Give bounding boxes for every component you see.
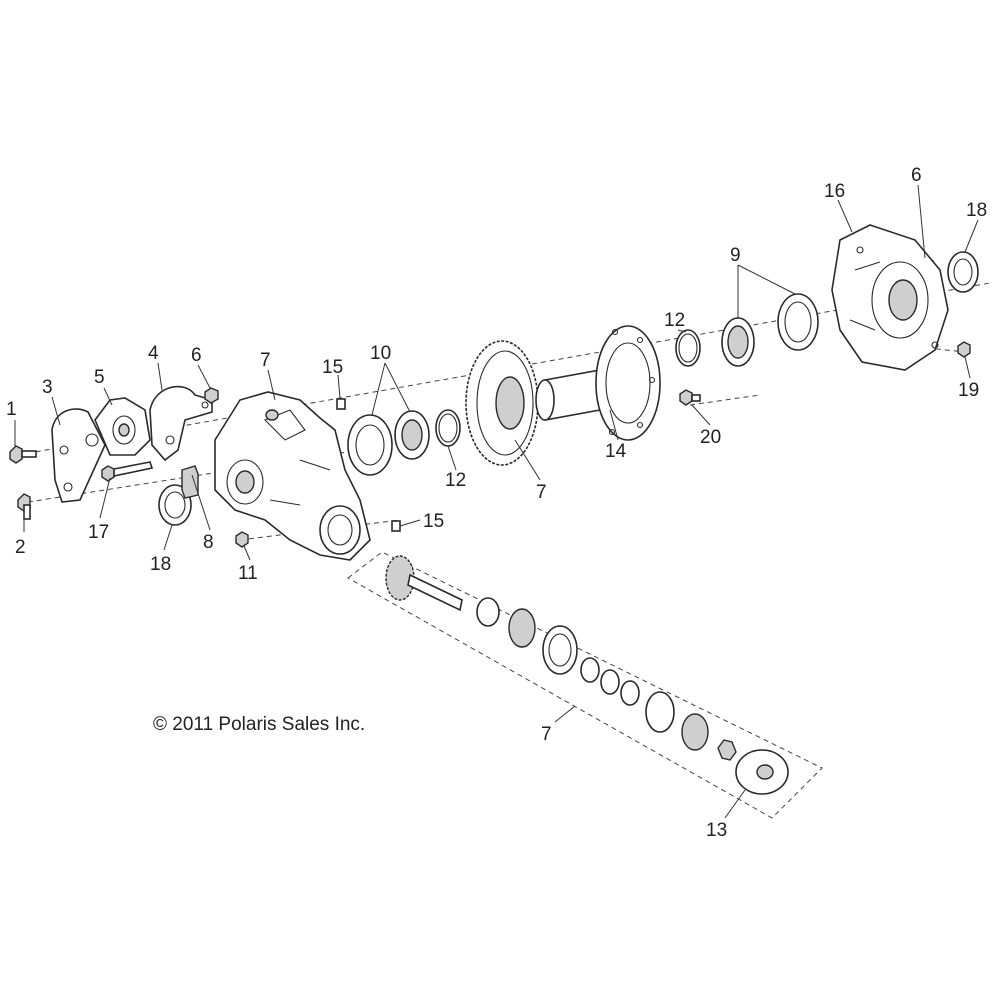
pinion-assembly-outline — [347, 551, 823, 819]
callout-1: 1 — [6, 399, 17, 420]
cover-item-16 — [831, 224, 949, 371]
callout-9: 9 — [730, 245, 741, 266]
bolt-item-11 — [235, 531, 249, 548]
callout-6-right: 6 — [911, 165, 922, 186]
shim-item-12-left — [435, 409, 461, 447]
callout-20: 20 — [700, 427, 721, 448]
callout-15-bottom: 15 — [423, 511, 444, 532]
differential-case-item-14 — [535, 325, 661, 441]
callout-2: 2 — [15, 537, 26, 558]
callout-14: 14 — [605, 441, 627, 462]
callout-17: 17 — [88, 522, 109, 543]
pinion-assembly-item-7 — [385, 555, 789, 795]
callout-7-pinion: 7 — [541, 724, 552, 745]
nut-item-6-left — [204, 387, 219, 404]
bolt-item-17 — [101, 461, 154, 482]
plug-item-15-bottom — [391, 520, 401, 532]
callout-18-left: 18 — [150, 554, 171, 575]
callout-18-right: 18 — [966, 200, 987, 221]
bolt-item-19 — [957, 341, 971, 358]
callout-10: 10 — [370, 343, 391, 364]
callout-7-ring-gear: 7 — [536, 482, 547, 503]
bearing-item-10 — [347, 410, 430, 476]
callout-4: 4 — [148, 343, 159, 364]
callout-15-top: 15 — [322, 357, 343, 378]
ring-gear-item-7 — [465, 340, 539, 466]
callout-16: 16 — [824, 181, 845, 202]
spacer-item-8 — [181, 465, 199, 499]
seal-item-18-right — [947, 251, 979, 293]
bracket-item-4 — [149, 385, 213, 462]
bolt-item-1 — [9, 445, 37, 464]
leader-lines — [14, 184, 979, 819]
bearing-item-9 — [721, 293, 819, 367]
plug-item-15-top — [336, 398, 346, 410]
bracket-item-3 — [51, 408, 106, 503]
callout-13: 13 — [706, 820, 727, 841]
callout-numbers: 1 2 3 4 5 6 6 7 7 7 8 9 10 11 12 12 13 1… — [6, 165, 987, 841]
seal-item-18-left — [158, 484, 192, 526]
main-housing-item-7 — [214, 391, 371, 561]
callout-12-right: 12 — [664, 310, 685, 331]
callout-6-left: 6 — [191, 345, 202, 366]
bolt-item-20 — [679, 389, 701, 406]
copyright-text: © 2011 Polaris Sales Inc. — [153, 714, 365, 735]
callout-7-housing: 7 — [260, 350, 271, 371]
mount-item-5 — [94, 397, 151, 456]
callout-11: 11 — [238, 563, 258, 584]
callout-12-left: 12 — [445, 470, 466, 491]
bolt-item-2 — [17, 493, 31, 520]
shim-item-12-right — [675, 329, 701, 367]
callout-19: 19 — [958, 380, 979, 401]
callout-5: 5 — [94, 367, 105, 388]
callout-3: 3 — [42, 377, 53, 398]
callout-8: 8 — [203, 532, 214, 553]
